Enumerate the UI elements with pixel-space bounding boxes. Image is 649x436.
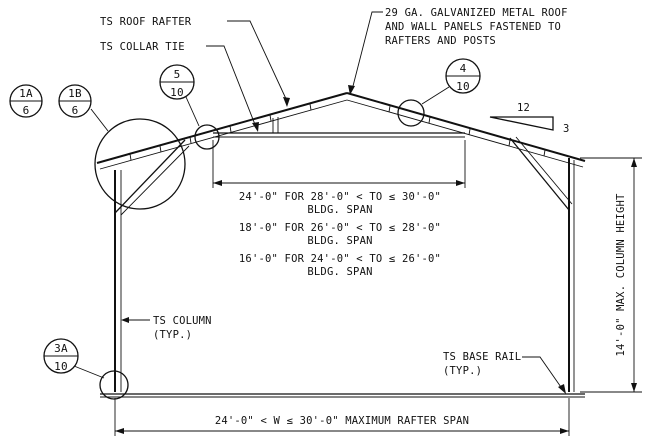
column-height-dimension: 14'-0" MAX. COLUMN HEIGHT	[580, 157, 642, 393]
rafter-panel-ticks	[129, 103, 546, 161]
roof-rafter-label: TS ROOF RAFTER	[100, 16, 192, 28]
collar-tie-length-3-line-2: BLDG. SPAN	[307, 266, 372, 278]
pitch-run-label: 12	[517, 102, 530, 114]
right-rafter	[346, 92, 586, 162]
column-height-label: 14'-0" MAX. COLUMN HEIGHT	[615, 193, 627, 357]
span-dimension: 24'-0" < W ≤ 30'-0" MAXIMUM RAFTER SPAN	[114, 398, 570, 436]
collar-tie-dimension: 24'-0" FOR 28'-0" < TO ≤ 30'-0" BLDG. SP…	[212, 140, 466, 278]
callout-4[interactable]: 4 10	[421, 58, 481, 105]
collar-tie-length-3-line-1: 16'-0" FOR 24'-0" < TO ≤ 26'-0"	[239, 253, 441, 265]
callout-3a-sheet: 10	[54, 360, 68, 373]
callout-5[interactable]: 5 10	[159, 64, 200, 127]
column-label-line-2: (TYP.)	[153, 329, 192, 341]
detail-enlargement-circles	[94, 99, 425, 400]
base-rail-label-line-1: TS BASE RAIL	[443, 351, 521, 363]
metal-roof-line-1: 29 GA. GALVANIZED METAL ROOF	[385, 7, 568, 19]
callout-5-sheet: 10	[170, 86, 184, 99]
roof-rafter-note: TS ROOF RAFTER	[100, 16, 290, 107]
frame-structure	[96, 92, 586, 398]
collar-tie-length-2-line-1: 18'-0" FOR 26'-0" < TO ≤ 28'-0"	[239, 222, 441, 234]
roof-pitch-symbol: 12 3	[489, 102, 570, 135]
base-rail-note: TS BASE RAIL (TYP.)	[443, 351, 566, 394]
callout-1b-detail: 1B	[68, 87, 82, 100]
callout-1b[interactable]: 1B 6	[58, 84, 109, 132]
collar-tie-label: TS COLLAR TIE	[100, 41, 185, 53]
span-label: 24'-0" < W ≤ 30'-0" MAXIMUM RAFTER SPAN	[215, 415, 469, 427]
callout-1a-sheet: 6	[23, 104, 30, 117]
column-note: TS COLUMN (TYP.)	[121, 315, 212, 341]
callout-1b-sheet: 6	[72, 104, 79, 117]
metal-roof-line-2: AND WALL PANELS FASTENED TO	[385, 21, 561, 33]
left-knee-brace	[114, 139, 186, 214]
callout-3a[interactable]: 3A 10	[43, 338, 105, 379]
left-rafter	[96, 92, 348, 164]
collar-tie-length-2-line-2: BLDG. SPAN	[307, 235, 372, 247]
base-rail-label-line-2: (TYP.)	[443, 365, 482, 377]
callout-1a[interactable]: 1A 6	[9, 84, 43, 118]
metal-roof-line-3: RAFTERS AND POSTS	[385, 35, 496, 47]
metal-roof-note: 29 GA. GALVANIZED METAL ROOF AND WALL PA…	[348, 7, 568, 95]
callout-4-sheet: 10	[456, 80, 470, 93]
right-knee-brace	[509, 137, 570, 211]
pitch-rise-label: 3	[563, 123, 570, 135]
callout-3a-detail: 3A	[54, 342, 68, 355]
callout-1a-detail: 1A	[19, 87, 33, 100]
column-label-line-1: TS COLUMN	[153, 315, 212, 327]
collar-tie-length-1-line-1: 24'-0" FOR 28'-0" < TO ≤ 30'-0"	[239, 191, 441, 203]
callout-4-detail: 4	[460, 62, 467, 75]
collar-tie-note: TS COLLAR TIE	[100, 41, 259, 132]
callout-5-detail: 5	[174, 68, 181, 81]
collar-tie-length-1-line-2: BLDG. SPAN	[307, 204, 372, 216]
